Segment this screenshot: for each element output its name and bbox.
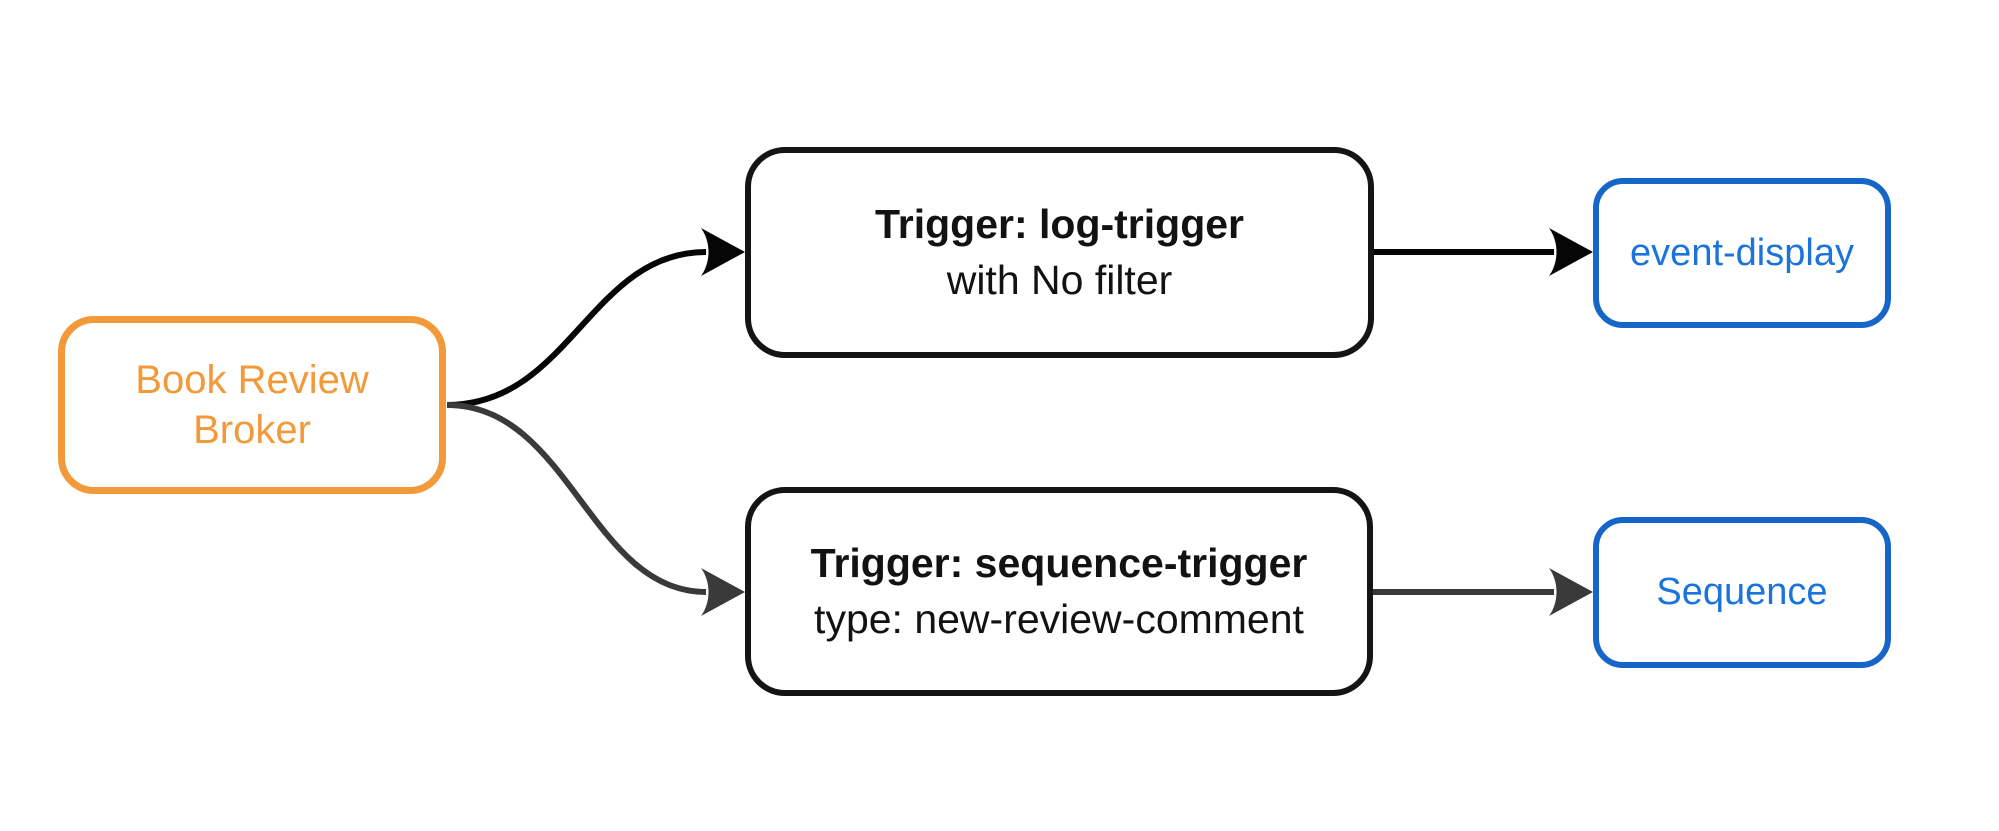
node-book-review-broker: Book Review Broker — [58, 316, 446, 494]
arrowhead-sequence-trigger — [701, 568, 745, 616]
arrowhead-event-display — [1549, 228, 1593, 276]
arrowhead-sequence — [1549, 568, 1593, 616]
node-sequence-trigger-subtitle: type: new-review-comment — [814, 595, 1304, 642]
edge-broker-to-log-trigger — [446, 249, 707, 408]
node-log-trigger-title: Trigger: log-trigger — [875, 201, 1244, 248]
node-log-trigger-subtitle: with No filter — [946, 256, 1173, 303]
node-sequence-trigger: Trigger: sequence-trigger type: new-revi… — [745, 487, 1373, 696]
node-event-display-label: event-display — [1630, 231, 1854, 274]
node-book-review-broker-label: Book Review Broker — [135, 358, 369, 452]
node-log-trigger: Trigger: log-trigger with No filter — [745, 147, 1374, 358]
node-sequence-trigger-title: Trigger: sequence-trigger — [810, 540, 1308, 587]
arrowhead-log-trigger — [701, 228, 745, 276]
edge-broker-to-sequence-trigger — [446, 402, 707, 595]
node-event-display: event-display — [1593, 178, 1891, 328]
node-sequence: Sequence — [1593, 517, 1891, 668]
node-sequence-label: Sequence — [1656, 571, 1828, 613]
